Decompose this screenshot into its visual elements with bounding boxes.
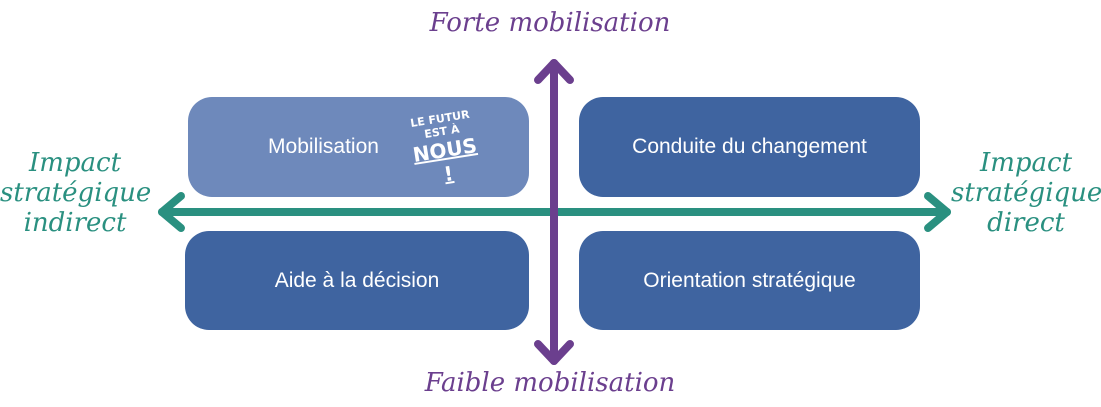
right-axis-label-line: Impact [979,148,1073,178]
vertical-axis-arrow-top [534,59,574,84]
top-axis-label: Forte mobilisation [429,8,671,38]
horizontal-axis-arrow-left [158,192,185,232]
right-axis-label-line: stratégique [951,178,1101,208]
bottom-axis-label: Faible mobilisation [424,368,676,398]
left-axis-label-line: Impact [28,148,122,178]
vertical-axis [534,59,574,365]
quadrant-label: Conduite du changement [632,135,867,158]
horizontal-axis-arrow-right [924,192,951,232]
left-axis-label-line: indirect [23,208,127,238]
quadrant-label: Orientation stratégique [643,268,856,292]
quadrant-mobilisation: Mobilisation [188,97,529,197]
left-axis-label: Impact stratégique indirect [0,148,152,238]
quadrant-orientation-strategique: Orientation stratégique [579,231,920,330]
quadrant-label: Mobilisation [268,135,379,158]
quadrant-aide-a-la-decision: Aide à la décision [185,231,529,330]
quadrant-label: Aide à la décision [274,268,440,292]
quadrant-conduite-du-changement: Conduite du changement [579,97,920,197]
vertical-axis-arrow-bottom [534,340,574,365]
right-axis-label: Impact stratégique direct [951,148,1101,238]
left-axis-label-line: stratégique [0,178,152,208]
right-axis-label-line: direct [987,208,1065,238]
